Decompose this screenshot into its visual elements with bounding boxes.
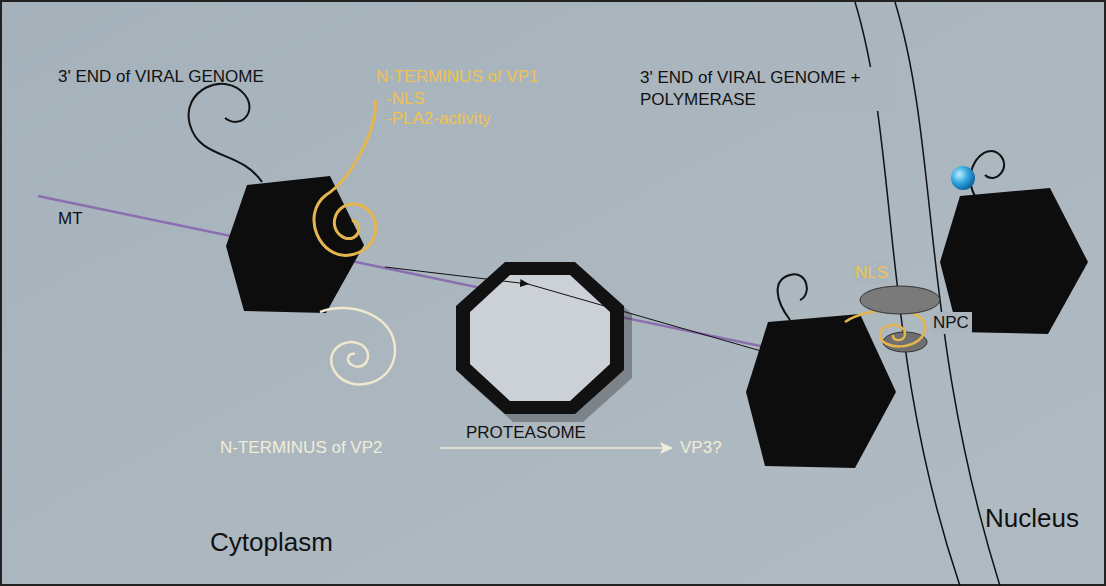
signal-label: NLS xyxy=(852,262,891,284)
polymerase xyxy=(951,166,975,190)
proteasome xyxy=(456,262,624,414)
proteasome-core xyxy=(470,275,610,401)
viral-genome xyxy=(189,84,262,182)
capsid xyxy=(746,314,896,468)
viral-genome xyxy=(970,151,1004,196)
vp2-n-terminus xyxy=(320,308,395,384)
protein-label: VP3? xyxy=(680,437,722,459)
structure-label: PROTEASOME xyxy=(466,422,586,444)
structure-label: MT xyxy=(58,208,83,230)
transport-arrow xyxy=(385,267,528,284)
cleavage-arrow xyxy=(440,447,672,449)
genome-label: 3' END of VIRAL GENOME xyxy=(58,66,264,88)
region-label: Cytoplasm xyxy=(210,526,333,558)
genome-label: 3' END of VIRAL GENOME + POLYMERASE xyxy=(637,67,893,111)
region-label: Nucleus xyxy=(985,502,1079,534)
microtubule xyxy=(38,196,770,348)
vp1-n-terminus xyxy=(845,310,925,346)
function-label: -NLS xyxy=(386,88,425,110)
structure-label: NPC xyxy=(930,312,972,334)
function-label: -PLA2-activity xyxy=(386,108,491,130)
capsid xyxy=(226,176,364,313)
viral-genome xyxy=(778,274,807,320)
protein-label: N-TERMINUS of VP1 xyxy=(376,66,538,88)
nuclear-pore xyxy=(860,286,940,314)
vp1-n-terminus xyxy=(314,100,376,255)
protein-label: N-TERMINUS of VP2 xyxy=(220,437,382,459)
